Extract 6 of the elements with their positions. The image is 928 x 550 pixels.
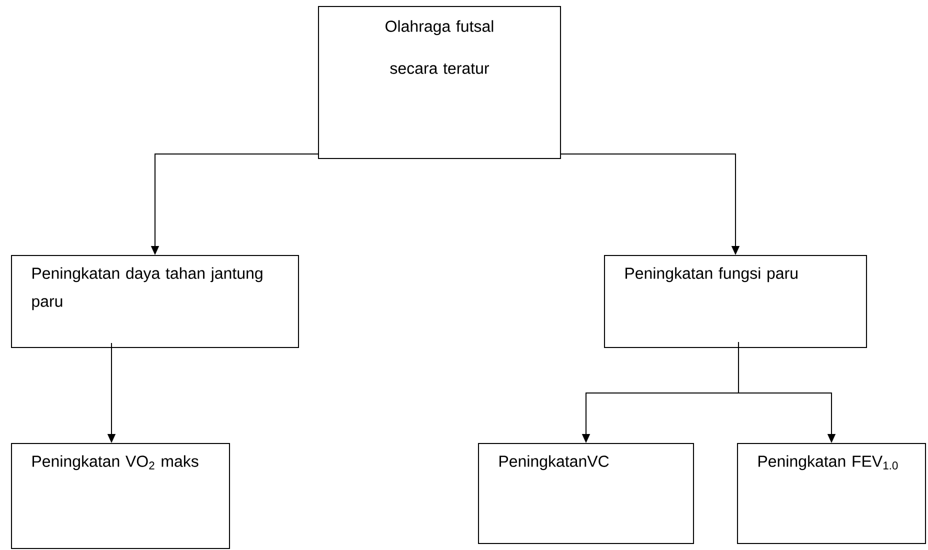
flow-box: Peningkatan FEV$_{1.0}$ [737,443,926,544]
flow-box: PeningkatanVC [478,443,694,544]
flow-box: Peningkatan fungsi paru [604,255,867,348]
flow-box: Peningkatan daya tahan jantung paru [11,255,299,348]
flow-box: Peningkatan VO$_{2}$ maks [11,443,230,549]
flow-box: Olahraga futsal secara teratur [318,6,561,159]
